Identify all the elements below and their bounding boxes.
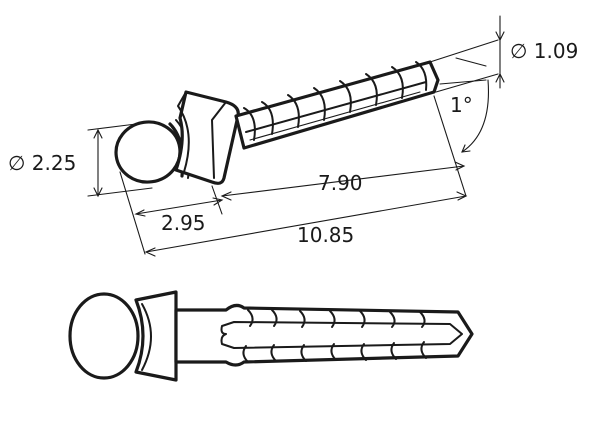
flange-edge: [177, 91, 190, 173]
side-shank: [174, 303, 474, 367]
flange-collar: [174, 90, 240, 185]
thread-length-label: 7.90: [318, 171, 363, 195]
thread-helix: [243, 61, 428, 141]
thread-length-dim-line: [221, 165, 465, 197]
head-diameter-label: ∅ 2.25: [8, 151, 76, 175]
dimension-lines: [87, 15, 505, 257]
side-flange-curve: [141, 303, 152, 371]
shank-slot-inner: [249, 91, 421, 141]
side-threads-bottom: [242, 341, 427, 363]
shank-diameter-label: ∅ 1.09: [510, 39, 578, 63]
ball-head: [114, 120, 182, 184]
flange-facet: [211, 101, 227, 179]
head-length-dim-line: [135, 199, 223, 215]
angle-arc: [461, 79, 490, 153]
side-ball-head: [68, 292, 140, 380]
side-slot: [220, 321, 463, 349]
taper-angle-label: 1°: [450, 93, 473, 117]
side-view-screw: [68, 290, 474, 382]
isometric-screw: [114, 60, 440, 185]
shank-slot: [245, 81, 427, 133]
overall-length-label: 10.85: [297, 223, 354, 247]
overall-length-dim-line: [145, 195, 467, 253]
side-threads-top: [247, 309, 426, 328]
head-length-label: 2.95: [161, 211, 206, 235]
